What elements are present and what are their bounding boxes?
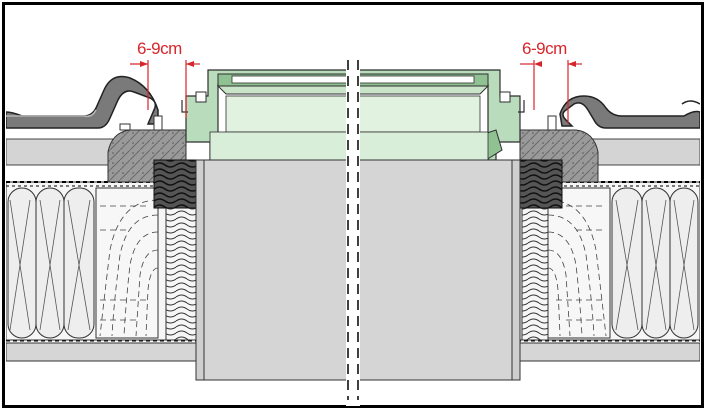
dimension-label-left: 6-9cm [137, 39, 182, 58]
section-break [346, 6, 360, 406]
right-half [353, 69, 700, 381]
lining-right [353, 131, 489, 161]
insulation-batts-right [611, 187, 699, 339]
ceiling-board-left [6, 342, 197, 362]
ceiling-board-right [509, 342, 700, 362]
roof-tile-right [559, 95, 700, 129]
reveal-panel-left [195, 159, 205, 381]
left-half [6, 69, 353, 381]
window-frame-left [181, 69, 353, 161]
gasket-dark-right [519, 159, 563, 209]
gasket-dark-left [153, 159, 197, 209]
opening-fill-left [203, 159, 353, 381]
opening-fill-right [353, 159, 513, 381]
dimension-label-right: 6-9cm [522, 39, 567, 58]
dimension-right [520, 60, 582, 124]
rafter-wood-right [547, 187, 611, 339]
insulation-batts-left [7, 187, 95, 339]
rafter-wood-left [95, 187, 159, 339]
dimension-left [130, 60, 200, 118]
window-frame-right [353, 69, 525, 161]
reveal-panel-right [511, 159, 521, 381]
lining-left [209, 131, 353, 161]
